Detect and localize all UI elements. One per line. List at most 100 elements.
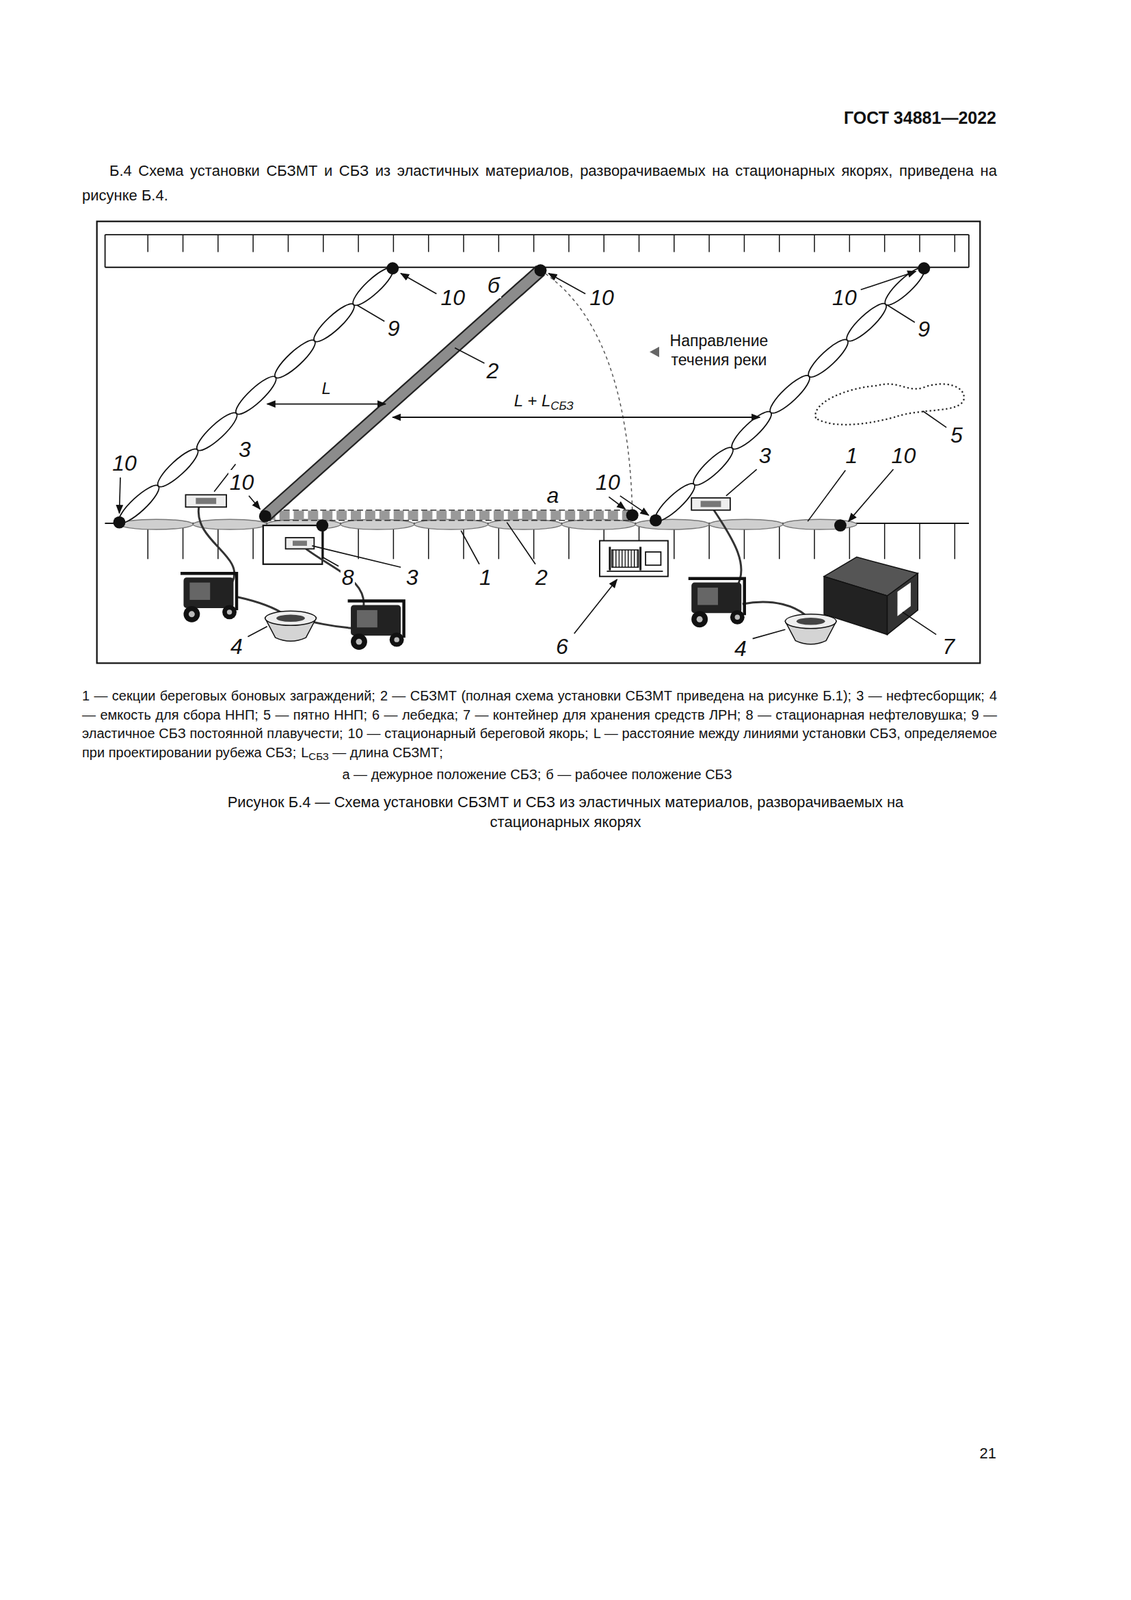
leader-line: [322, 556, 339, 566]
callout-number: 3: [757, 443, 773, 469]
anchors: [113, 261, 931, 532]
bank-tick: [393, 234, 394, 252]
elastic-boom-section: [231, 371, 281, 419]
callout-number: 10: [594, 469, 622, 496]
bank-tick: [147, 234, 149, 252]
bank-line: [968, 234, 970, 268]
callout-number: 7: [940, 633, 956, 660]
winch-box: [599, 540, 669, 576]
anchor: [534, 263, 548, 277]
elastic-boom-section: [309, 299, 359, 347]
bank-tick: [778, 234, 780, 252]
boom-work: [265, 270, 541, 516]
bank-tick: [182, 234, 184, 252]
bank-tick: [498, 234, 500, 252]
bank-tick: [357, 234, 359, 252]
callout-number: 5: [949, 422, 965, 448]
legend-paragraph: а — дежурное положение СБЗ;б — рабочее п…: [82, 765, 997, 785]
bank-tick: [919, 523, 920, 559]
callout-number: 10: [110, 450, 139, 476]
callout-number: 10: [228, 469, 256, 496]
bank-tick: [954, 234, 956, 252]
shore-boom-section: [561, 519, 636, 530]
body-paragraph: Б.4 Схема установки СБЗМТ и СБЗ из эласт…: [82, 158, 997, 208]
leader-line: [400, 273, 437, 295]
position-letter: а: [544, 482, 561, 509]
legend-paragraph: 1 — секции береговых боновых заграждений…: [82, 686, 997, 766]
bank-tick: [708, 234, 710, 252]
legend-item: 10 — стационарный береговой якорь;: [348, 725, 589, 741]
callout-number: 3: [404, 564, 420, 591]
oil-slick: [815, 383, 964, 424]
leader-line: [506, 522, 536, 565]
winch-flange: [608, 546, 611, 570]
anchor: [315, 519, 329, 532]
position-letter: б: [486, 272, 502, 299]
elastic-boom-section: [804, 335, 853, 382]
leader-line: [902, 611, 937, 635]
shore-boom-section: [192, 519, 267, 530]
bank-tick: [498, 523, 500, 559]
boom-work-edge: [265, 270, 541, 516]
tank-oil: [796, 617, 826, 625]
skimmer-core: [195, 497, 217, 504]
container-door: [897, 582, 911, 617]
bank-tick: [217, 234, 219, 252]
legend-item: 3 — нефтесборщик;: [856, 687, 985, 703]
leader-line: [860, 271, 917, 290]
elastic-boom-section: [153, 444, 202, 491]
bank-tick: [568, 234, 569, 252]
anchor: [626, 508, 639, 522]
art: [97, 221, 981, 664]
dimension-line: [392, 416, 760, 418]
callout-number: 10: [890, 443, 918, 469]
callout-number: 3: [237, 436, 253, 463]
callout-number: 10: [438, 285, 467, 311]
figure-frame: [97, 221, 981, 664]
shore-boom-section: [635, 519, 710, 530]
legend-item: 5 — пятно ННП;: [263, 707, 368, 723]
bank-tick: [462, 234, 464, 252]
bank-tick: [638, 234, 640, 252]
winch-motor: [645, 551, 661, 565]
bank-tick: [533, 234, 535, 252]
callout-number: 1: [477, 564, 494, 591]
container: [823, 556, 918, 634]
shore-boom-section: [118, 519, 193, 530]
legend-block: 1 — секции береговых боновых заграждений…: [82, 686, 997, 785]
tank-oil: [276, 614, 305, 622]
elastic-boom-section: [192, 408, 242, 455]
leader-line: [726, 469, 757, 496]
leader-line: [248, 495, 260, 509]
leader-line: [752, 629, 786, 638]
legend-symbol: L: [300, 744, 309, 760]
hose: [713, 510, 742, 588]
leader-line: [460, 530, 480, 565]
legend-item: б — рабочее положение СБЗ: [545, 766, 732, 782]
leader-line: [608, 496, 625, 509]
leader-line: [887, 304, 915, 323]
anchor: [259, 510, 272, 523]
callout-number: 9: [916, 316, 932, 342]
swing-arc: [540, 270, 632, 510]
pump: [348, 600, 405, 650]
anchor: [386, 261, 399, 275]
callout-number: 4: [733, 635, 749, 662]
tank-top: [784, 614, 837, 629]
hose: [742, 601, 806, 615]
leaders: [118, 271, 947, 639]
leader-line: [311, 545, 401, 567]
bank-tick: [287, 234, 289, 252]
leader-line: [118, 477, 120, 513]
winch-base: [606, 570, 663, 572]
bank-tick: [252, 234, 254, 252]
winch-flange: [639, 546, 642, 570]
winch: [599, 540, 669, 576]
elastic-boom-section: [270, 335, 320, 383]
dimension-subscript: СБЗ: [550, 399, 574, 414]
legend-subscript: СБЗ: [308, 750, 329, 762]
bank-tick: [182, 523, 184, 559]
tanks: [265, 610, 837, 644]
running-header: ГОСТ 34881—2022: [843, 108, 997, 128]
dimension-line: [267, 403, 386, 405]
